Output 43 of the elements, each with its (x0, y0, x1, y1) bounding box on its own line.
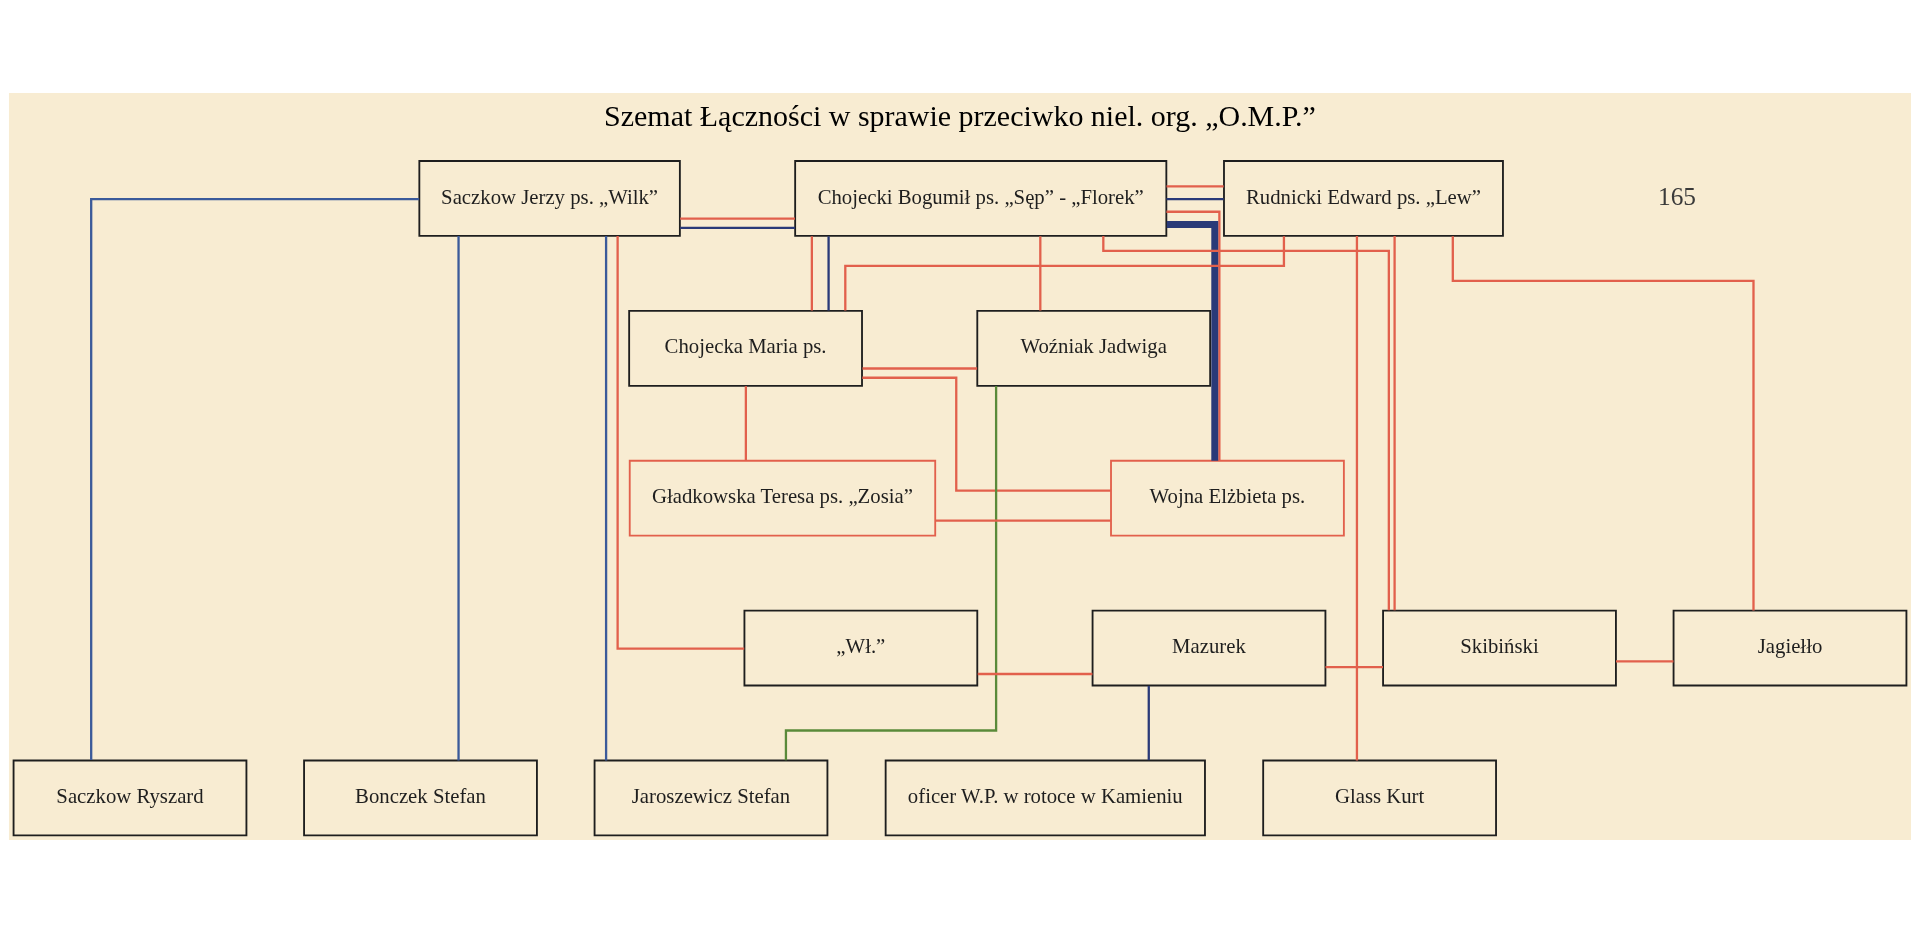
connector (827, 236, 830, 311)
connector (1616, 660, 1674, 663)
connector (616, 236, 745, 650)
connector (1355, 236, 1359, 761)
label: 165 (1658, 181, 1697, 210)
diagram-title: Szemat Łączności w sprawie przeciwko niel. org. „O.M.P.” (604, 99, 1316, 133)
node-box: Rudnicki Edward ps. „Lew” (1223, 160, 1504, 237)
connector (935, 519, 1111, 522)
connector (844, 236, 1286, 311)
node-box: Chojecki Bogumił ps. „Sęp” - „Florek” (794, 160, 1168, 237)
connector (977, 672, 1093, 676)
connector (604, 236, 608, 761)
connector (1393, 236, 1396, 611)
node-box: Jaroszewicz Stefan (593, 759, 829, 837)
node-box: Glass Kurt (1262, 759, 1497, 837)
connector (1166, 197, 1224, 201)
connector (90, 197, 420, 760)
connector (1166, 185, 1224, 188)
node-box: Saczkow Jerzy ps. „Wilk” (418, 160, 681, 237)
connector (862, 367, 978, 370)
node-box: oficer W.P. w rotoce w Kamieniu (884, 759, 1206, 837)
node-box: Gładkowska Teresa ps. „Zosia” (628, 459, 937, 537)
node-box: „Wł.” (743, 609, 979, 687)
node-box: Jagiełło (1672, 609, 1908, 687)
connector (1451, 236, 1755, 611)
node-box: Chojecka Maria ps. (628, 309, 863, 387)
connector (862, 376, 1111, 492)
connector (680, 226, 795, 230)
connector (1325, 665, 1383, 669)
connector (680, 217, 795, 220)
connector (1039, 236, 1042, 311)
node-box: Bonczek Stefan (303, 759, 538, 837)
node-box: Mazurek (1091, 609, 1327, 687)
node-box: Woźniak Jadwiga (976, 309, 1212, 387)
connector (457, 236, 460, 761)
node-box: Wojna Elżbieta ps. (1110, 459, 1345, 537)
node-box: Skibiński (1382, 609, 1617, 687)
node-box: Saczkow Ryszard (12, 759, 248, 837)
connector (1147, 685, 1150, 761)
connector (810, 236, 814, 311)
connector (784, 386, 998, 761)
connector (744, 386, 748, 461)
connector (1102, 236, 1390, 611)
